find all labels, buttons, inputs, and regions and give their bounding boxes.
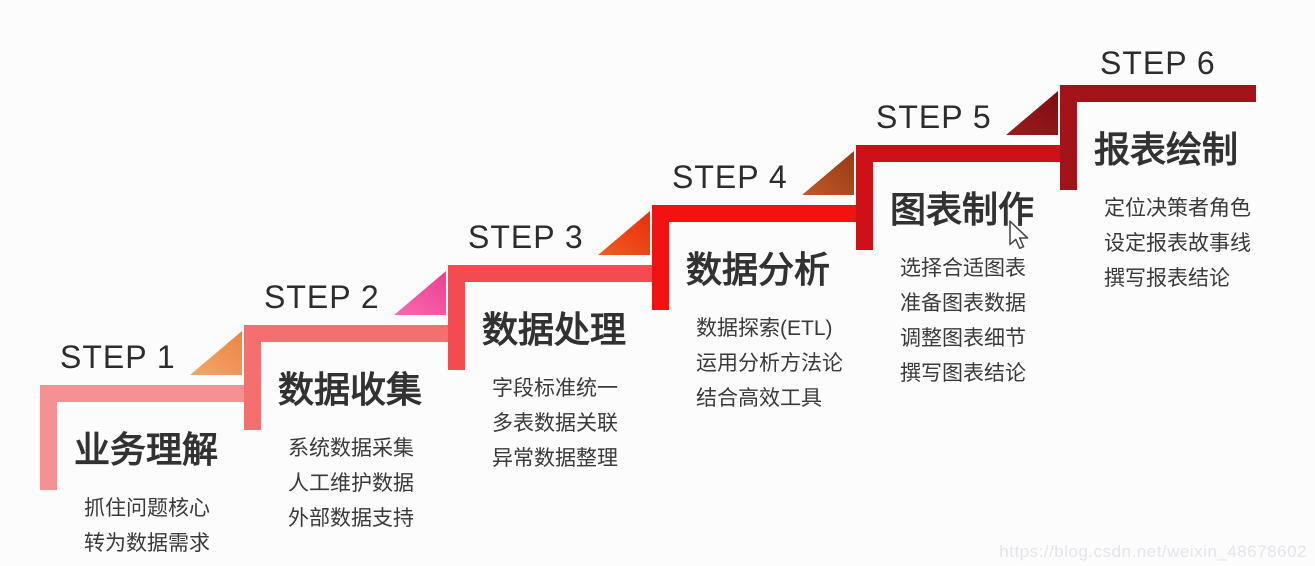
step-item: 转为数据需求 — [84, 532, 210, 555]
step-item: 结合高效工具 — [696, 387, 822, 410]
step-5-triangle-icon — [1006, 91, 1058, 135]
step-1-horizontal-bar — [40, 385, 261, 402]
step-6-vertical-bar — [1060, 85, 1077, 190]
step-item: 撰写报表结论 — [1104, 267, 1230, 290]
step-3-horizontal-bar — [448, 265, 669, 282]
step-3-vertical-bar — [448, 265, 465, 370]
step-item: 多表数据关联 — [492, 412, 618, 435]
step-1-label: STEP 1 — [60, 339, 176, 375]
step-1-title: 业务理解 — [74, 429, 219, 470]
step-1-vertical-bar — [40, 385, 57, 490]
step-item: 调整图表细节 — [900, 327, 1026, 350]
step-2-title: 数据收集 — [278, 369, 423, 410]
step-6-title: 报表绘制 — [1094, 129, 1239, 170]
step-6-items: 定位决策者角色 设定报表故事线 撰写报表结论 — [1104, 191, 1251, 296]
step-2-label: STEP 2 — [264, 279, 380, 315]
step-item: 定位决策者角色 — [1104, 197, 1251, 220]
step-item: 设定报表故事线 — [1104, 232, 1251, 255]
mouse-cursor-icon — [1009, 220, 1029, 250]
step-3-label: STEP 3 — [468, 219, 584, 255]
step-5-vertical-bar — [856, 145, 873, 250]
step-item: 运用分析方法论 — [696, 352, 843, 375]
step-item: 抓住问题核心 — [84, 497, 210, 520]
step-1-triangle-icon — [190, 331, 242, 375]
step-2-horizontal-bar — [244, 325, 465, 342]
watermark-url: https://blog.csdn.net/weixin_48678602 — [999, 542, 1307, 561]
step-item: 字段标准统一 — [492, 377, 618, 400]
step-item: 异常数据整理 — [492, 447, 618, 470]
step-6-horizontal-bar — [1060, 85, 1256, 102]
step-2-triangle-icon — [394, 271, 446, 315]
step-5-items: 选择合适图表 准备图表数据 调整图表细节 撰写图表结论 — [900, 251, 1026, 391]
step-4-title: 数据分析 — [686, 249, 831, 290]
step-3-triangle-icon — [598, 211, 650, 255]
step-item: 撰写图表结论 — [900, 362, 1026, 385]
step-4-horizontal-bar — [652, 205, 873, 222]
step-item: 选择合适图表 — [900, 257, 1026, 280]
step-item: 数据探索(ETL) — [696, 317, 833, 340]
step-2-vertical-bar — [244, 325, 261, 430]
step-3-items: 字段标准统一 多表数据关联 异常数据整理 — [492, 371, 618, 476]
step-3-title: 数据处理 — [482, 309, 627, 350]
step-item: 人工维护数据 — [288, 472, 414, 495]
step-4-vertical-bar — [652, 205, 669, 310]
step-item: 准备图表数据 — [900, 292, 1026, 315]
step-5-horizontal-bar — [856, 145, 1077, 162]
step-6-label: STEP 6 — [1100, 45, 1216, 81]
step-2-items: 系统数据采集 人工维护数据 外部数据支持 — [288, 431, 414, 536]
step-4-items: 数据探索(ETL) 运用分析方法论 结合高效工具 — [696, 311, 843, 416]
step-4-label: STEP 4 — [672, 159, 788, 195]
step-item: 外部数据支持 — [288, 507, 414, 530]
step-4-triangle-icon — [802, 151, 854, 195]
step-5-label: STEP 5 — [876, 99, 992, 135]
step-item: 系统数据采集 — [288, 437, 414, 460]
step-1-items: 抓住问题核心 转为数据需求 — [84, 491, 210, 561]
